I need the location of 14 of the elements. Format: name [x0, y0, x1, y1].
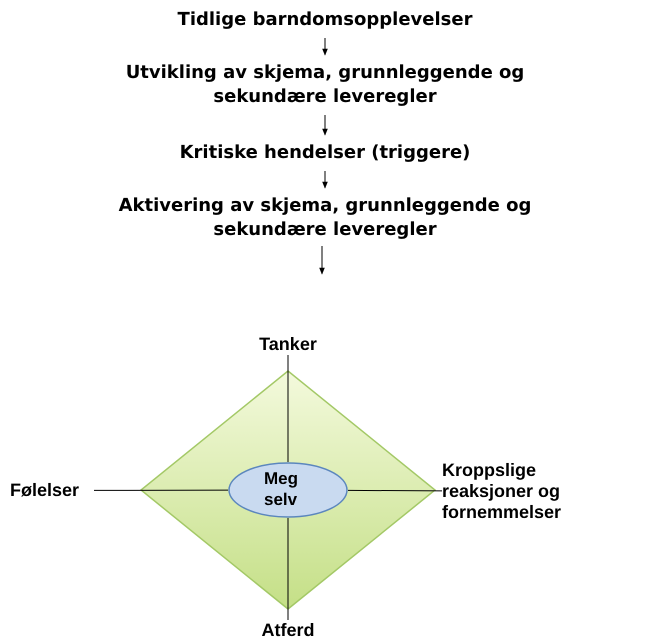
arrow [322, 114, 328, 136]
step-label: Aktivering av skjema, grunnleggende og sekundære leveregler [95, 194, 555, 242]
arrow [322, 170, 328, 189]
step-label: Tidlige barndomsopplevelser [95, 8, 555, 32]
arrow [319, 246, 325, 275]
center-label: Meg selv [264, 468, 299, 510]
corner-label: Tanker [253, 334, 323, 355]
step-label: Kritiske hendelser (triggere) [95, 141, 555, 165]
corner-label: Kroppslige reaksjoner og fornemmelser [442, 460, 632, 523]
connector-line [94, 490, 228, 491]
arrow [322, 38, 328, 56]
corner-label: Atferd [256, 620, 320, 641]
corner-label: Følelser [10, 480, 94, 501]
step-label: Utvikling av skjema, grunnleggende og sekundære leveregler [95, 61, 555, 109]
